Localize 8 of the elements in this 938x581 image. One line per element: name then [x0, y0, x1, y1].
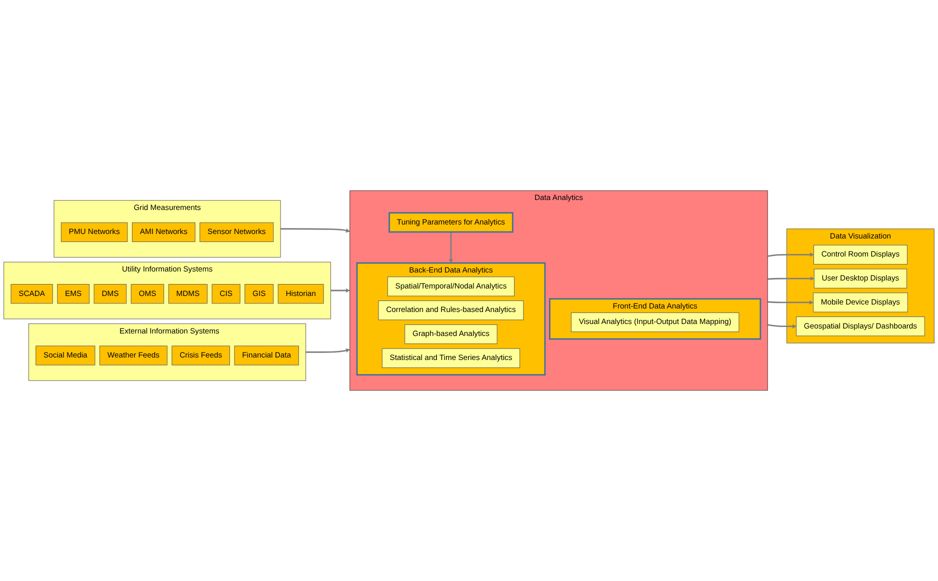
- arrow: [768, 252, 814, 257]
- arrow: [306, 348, 350, 353]
- arrow: [768, 276, 814, 281]
- arrow: [280, 228, 350, 233]
- arrow: [330, 288, 350, 293]
- arrow: [448, 232, 454, 264]
- arrow: [768, 300, 814, 305]
- arrow: [768, 324, 796, 328]
